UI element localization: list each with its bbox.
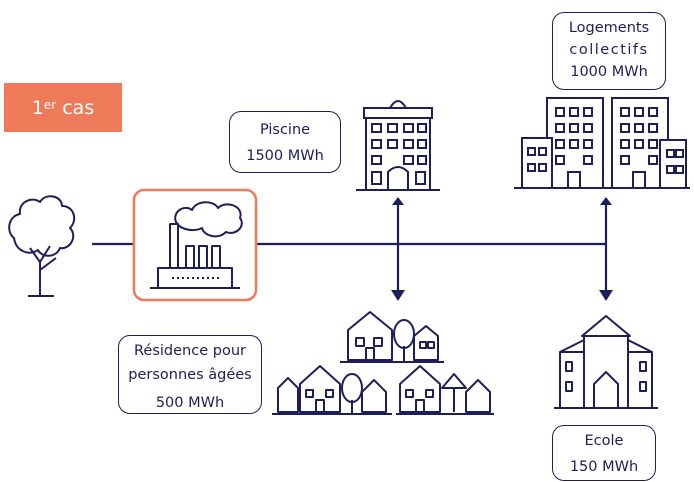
arrow-up-icon [600,197,612,205]
network-pipes [92,205,608,292]
residence-line1: Résidence pour [134,343,246,359]
label-ecole: Ecole 150 MWh [552,425,656,481]
office-buildings-icon [514,97,690,189]
logements-line2: collectifs [569,42,649,58]
arrow-up-icon [392,197,404,205]
piscine-name: Piscine [259,122,311,138]
apartment-building-icon [356,100,440,191]
label-logements: Logements collectifs 1000 MWh [552,12,666,90]
houses-icon [272,311,494,415]
school-icon [554,315,658,409]
arrow-down-icon [391,290,405,301]
factory-icon [150,201,243,289]
label-residence: Résidence pour personnes âgées 500 MWh [118,335,262,414]
arrow-heads [391,197,613,301]
residence-line2: personnes âgées [128,367,252,383]
case-number: 1 [31,96,44,119]
case-word: cas [62,96,95,119]
logements-energy: 1000 MWh [570,64,648,80]
label-piscine: Piscine 1500 MWh [229,111,341,173]
case-superscript: er [43,97,57,112]
arrow-down-icon [599,290,613,301]
ecole-name: Ecole [584,433,624,449]
tree-icon [8,195,76,297]
ecole-energy: 150 MWh [569,459,639,475]
piscine-energy: 1500 MWh [246,148,324,164]
logements-line1: Logements [568,20,650,36]
residence-energy: 500 MWh [155,395,225,411]
